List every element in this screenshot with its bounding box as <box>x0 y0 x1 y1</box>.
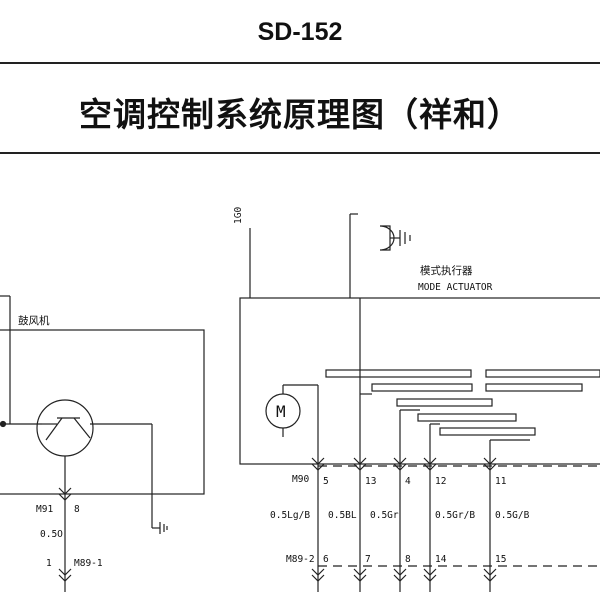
wire-spec-4: 0.5Gr/B <box>435 510 475 521</box>
switch-bar-7 <box>485 383 583 392</box>
blower-label: 鼓风机 <box>18 314 50 327</box>
sensor-symbol <box>379 225 395 251</box>
switch-bar-3 <box>396 398 493 407</box>
wire-spec-3: 0.5Gr <box>370 510 399 521</box>
actuator-label-en: MODE ACTUATOR <box>418 282 493 293</box>
top-rule <box>0 62 600 64</box>
wire-spec-2: 0.5BL <box>328 510 357 521</box>
switch-bar-5 <box>439 427 536 436</box>
transistor-collector <box>73 417 91 439</box>
switch-bar-6 <box>485 369 600 378</box>
connector-mark-m89-1 <box>58 568 72 582</box>
wire-spec-5: 0.5G/B <box>495 510 530 521</box>
wire-1g0-label: 1G0 <box>233 207 244 224</box>
switch-bar-4 <box>417 413 517 422</box>
pin-bottom-4: 14 <box>435 554 447 565</box>
pin-bottom-1: 6 <box>323 554 329 565</box>
connector-mark-m91 <box>58 487 72 501</box>
junction-dot <box>0 420 7 428</box>
pin-top-1: 5 <box>323 476 329 487</box>
connector-m89-2-label: M89-2 <box>286 554 315 565</box>
chevron-m89-15 <box>483 568 497 582</box>
document-code: SD-152 <box>257 18 343 46</box>
connector-m91-label: M91 <box>36 504 53 515</box>
pin-top-5: 11 <box>495 476 507 487</box>
actuator-label-cn: 模式执行器 <box>420 264 473 277</box>
actuator-box <box>239 297 600 465</box>
wire-spec-1: 0.5Lg/B <box>270 510 310 521</box>
pin-top-4: 12 <box>435 476 446 487</box>
pin-bottom-5: 15 <box>495 554 506 565</box>
bottom-rule <box>0 152 600 154</box>
chevron-m90-4 <box>393 457 407 471</box>
pin-bottom-2: 7 <box>365 554 371 565</box>
switch-bar-2 <box>371 383 473 392</box>
switch-bar-1 <box>325 369 472 378</box>
connector-m90-label: M90 <box>292 474 309 485</box>
chevron-m90-5 <box>311 457 325 471</box>
transistor-symbol <box>36 399 94 457</box>
chevron-m90-12 <box>423 457 437 471</box>
motor-letter: M <box>276 402 286 421</box>
connector-m89-1-label: M89-1 <box>74 558 103 569</box>
chevron-m90-11 <box>483 457 497 471</box>
chevron-m89-8 <box>393 568 407 582</box>
pin-bottom-3: 8 <box>405 554 411 565</box>
pin-8-label: 8 <box>74 504 80 515</box>
pin-top-2: 13 <box>365 476 376 487</box>
wire-spec-left: 0.5O <box>40 529 63 540</box>
chevron-m89-6 <box>311 568 325 582</box>
chevron-m89-14 <box>423 568 437 582</box>
pin-1-label: 1 <box>46 558 52 569</box>
page-title: 空调控制系统原理图（祥和） <box>79 95 521 134</box>
blower-box <box>0 329 205 495</box>
transistor-emitter <box>45 417 63 441</box>
pin-top-3: 4 <box>405 476 411 487</box>
chevron-m89-7 <box>353 568 367 582</box>
chevron-m90-13 <box>353 457 367 471</box>
